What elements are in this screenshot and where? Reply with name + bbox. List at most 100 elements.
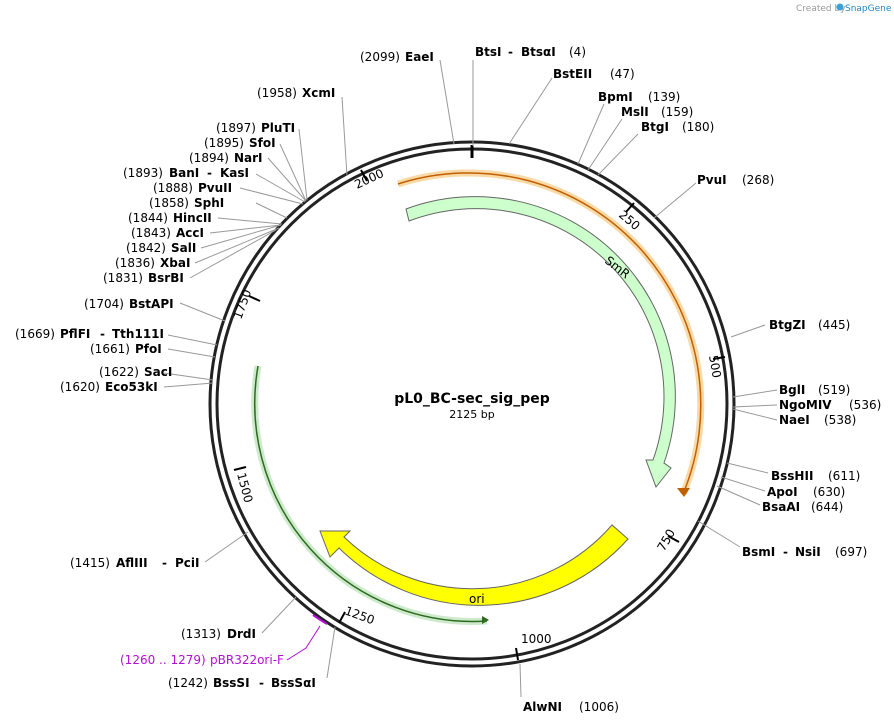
enzyme-bsaai[interactable]: BsaAI [762, 500, 800, 514]
enzyme-bstapi-pos: (1704) [84, 297, 124, 311]
enzyme-xbai-pos: (1836) [115, 256, 155, 270]
credit-brand: SnapGene [845, 4, 892, 14]
enzyme-sali[interactable]: SalI [171, 241, 196, 255]
enzyme-bstapi[interactable]: BstAPI [129, 297, 174, 311]
left-arc-arrowhead [482, 616, 489, 624]
plasmid-name: pL0_BC-sec_sig_pep [394, 391, 550, 407]
enzyme-bgli[interactable]: BglI [779, 383, 805, 397]
enzyme-eco53ki[interactable]: Eco53kI [105, 380, 158, 394]
enzyme-alwni[interactable]: AlwNI [523, 700, 562, 714]
enzyme-alwni-pos: (1006) [579, 700, 619, 714]
enzyme-pflfi-pos: (1669) [15, 327, 55, 341]
enzyme-saci-pos: (1622) [99, 365, 139, 379]
insert-arrowhead [677, 488, 690, 497]
svg-text:-: - [100, 327, 105, 341]
enzyme-pvui[interactable]: PvuI [697, 173, 727, 187]
enzyme-bsteii-pos: (47) [610, 67, 635, 81]
enzyme-sfoi-pos: (1895) [204, 136, 244, 150]
enzyme-nari[interactable]: NarI [234, 151, 263, 165]
enzyme-bsaai-pos: (644) [811, 500, 843, 514]
snapgene-logo-icon [836, 3, 844, 11]
enzyme-btgzi[interactable]: BtgZI [769, 318, 806, 332]
enzyme-pvui-pos: (268) [742, 173, 774, 187]
enzyme-acci[interactable]: AccI [176, 226, 204, 240]
enzyme-sfoi[interactable]: SfoI [249, 136, 276, 150]
enzyme-drdi-pos: (1313) [181, 627, 221, 641]
primer-name[interactable]: pBR322ori-F [210, 653, 284, 667]
enzymes-left: (2099) EaeI (1958) XcmI (1897) PluTI (18… [15, 50, 434, 690]
enzyme-bsteii[interactable]: BstEII [553, 67, 592, 81]
enzyme-pvuii[interactable]: PvuII [198, 181, 232, 195]
enzyme-bgli-pos: (519) [818, 383, 850, 397]
enzyme-tth111i[interactable]: Tth111I [112, 327, 164, 341]
primer-leader [286, 625, 321, 661]
left-arc[interactable] [254, 365, 488, 623]
enzyme-msli[interactable]: MslI [621, 105, 649, 119]
enzyme-pflfi[interactable]: PflFI [60, 327, 90, 341]
enzyme-pluti[interactable]: PluTI [261, 121, 295, 135]
enzyme-afliii[interactable]: AflIII [116, 556, 148, 570]
enzyme-bsmi[interactable]: BsmI [742, 545, 775, 559]
enzyme-eaei-pos: (2099) [360, 50, 400, 64]
enzyme-sphi[interactable]: SphI [194, 196, 224, 210]
enzyme-btsai[interactable]: BtsαI [521, 45, 556, 59]
svg-text:-: - [783, 545, 788, 559]
enzyme-xcmi[interactable]: XcmI [302, 86, 335, 100]
enzyme-naei[interactable]: NaeI [779, 413, 810, 427]
enzyme-eaei[interactable]: EaeI [405, 50, 434, 64]
enzyme-sali-pos: (1842) [126, 241, 166, 255]
enzyme-pcii[interactable]: PciI [175, 556, 200, 570]
enzyme-hincii-pos: (1844) [128, 211, 168, 225]
primer-range: (1260 .. 1279) [120, 653, 206, 667]
enzyme-kasi[interactable]: KasI [220, 166, 249, 180]
primer-mark[interactable] [312, 614, 328, 625]
insert-arc[interactable] [397, 172, 702, 495]
enzyme-pluti-pos: (1897) [216, 121, 256, 135]
enzyme-saci[interactable]: SacI [144, 365, 172, 379]
enzyme-pfoi-pos: (1661) [90, 342, 130, 356]
enzyme-ngomiv-pos: (536) [849, 398, 881, 412]
backbone-outer-ring [208, 140, 736, 668]
smr-feature[interactable] [405, 196, 676, 489]
enzyme-bsrbi[interactable]: BsrBI [148, 271, 184, 285]
enzyme-bsrbi-pos: (1831) [103, 271, 143, 285]
enzyme-hincii[interactable]: HincII [173, 211, 212, 225]
svg-text:-: - [207, 166, 212, 180]
enzyme-eco53ki-pos: (1620) [60, 380, 100, 394]
enzyme-bsssi-pos: (1242) [168, 676, 208, 690]
enzyme-apoi[interactable]: ApoI [767, 485, 798, 499]
enzyme-pfoi[interactable]: PfoI [135, 342, 162, 356]
enzyme-btgzi-pos: (445) [818, 318, 850, 332]
enzyme-nsii[interactable]: NsiI [795, 545, 821, 559]
enzyme-bsshii-pos: (611) [828, 469, 860, 483]
enzyme-bani[interactable]: BanI [169, 166, 199, 180]
tick-label-500: 500 [706, 354, 724, 379]
tick-label-1500: 1500 [234, 471, 255, 504]
enzymes-right: BtsI - BtsαI (4) BstEII (47) BpmI (139) … [475, 45, 881, 714]
enzyme-bpmi-pos: (139) [648, 90, 680, 104]
enzyme-bani-pos: (1893) [123, 166, 163, 180]
credit-prefix: Created by [796, 4, 846, 14]
enzyme-bsssi[interactable]: BssSI [213, 676, 250, 690]
enzyme-acci-pos: (1843) [131, 226, 171, 240]
enzyme-bpmi[interactable]: BpmI [598, 90, 633, 104]
plasmid-size: 2125 bp [449, 408, 494, 421]
ori-feature[interactable] [319, 524, 629, 606]
enzyme-ngomiv[interactable]: NgoMIV [779, 398, 832, 412]
enzyme-afliii-pos: (1415) [70, 556, 110, 570]
enzyme-nari-pos: (1894) [189, 151, 229, 165]
enzyme-naei-pos: (538) [824, 413, 856, 427]
ori-label: ori [469, 592, 485, 606]
enzyme-btgi[interactable]: BtgI [641, 120, 669, 134]
tick-label-1000: 1000 [521, 632, 552, 646]
enzyme-bsmi-pos: (697) [835, 545, 867, 559]
enzyme-btgi-pos: (180) [682, 120, 714, 134]
enzyme-apoi-pos: (630) [813, 485, 845, 499]
enzyme-xbai[interactable]: XbaI [160, 256, 190, 270]
enzyme-bsshii[interactable]: BssHII [771, 469, 813, 483]
enzyme-drdi[interactable]: DrdI [227, 627, 256, 641]
enzyme-bsssai[interactable]: BssSαI [271, 676, 316, 690]
enzyme-btsi[interactable]: BtsI [475, 45, 502, 59]
enzyme-msli-pos: (159) [661, 105, 693, 119]
